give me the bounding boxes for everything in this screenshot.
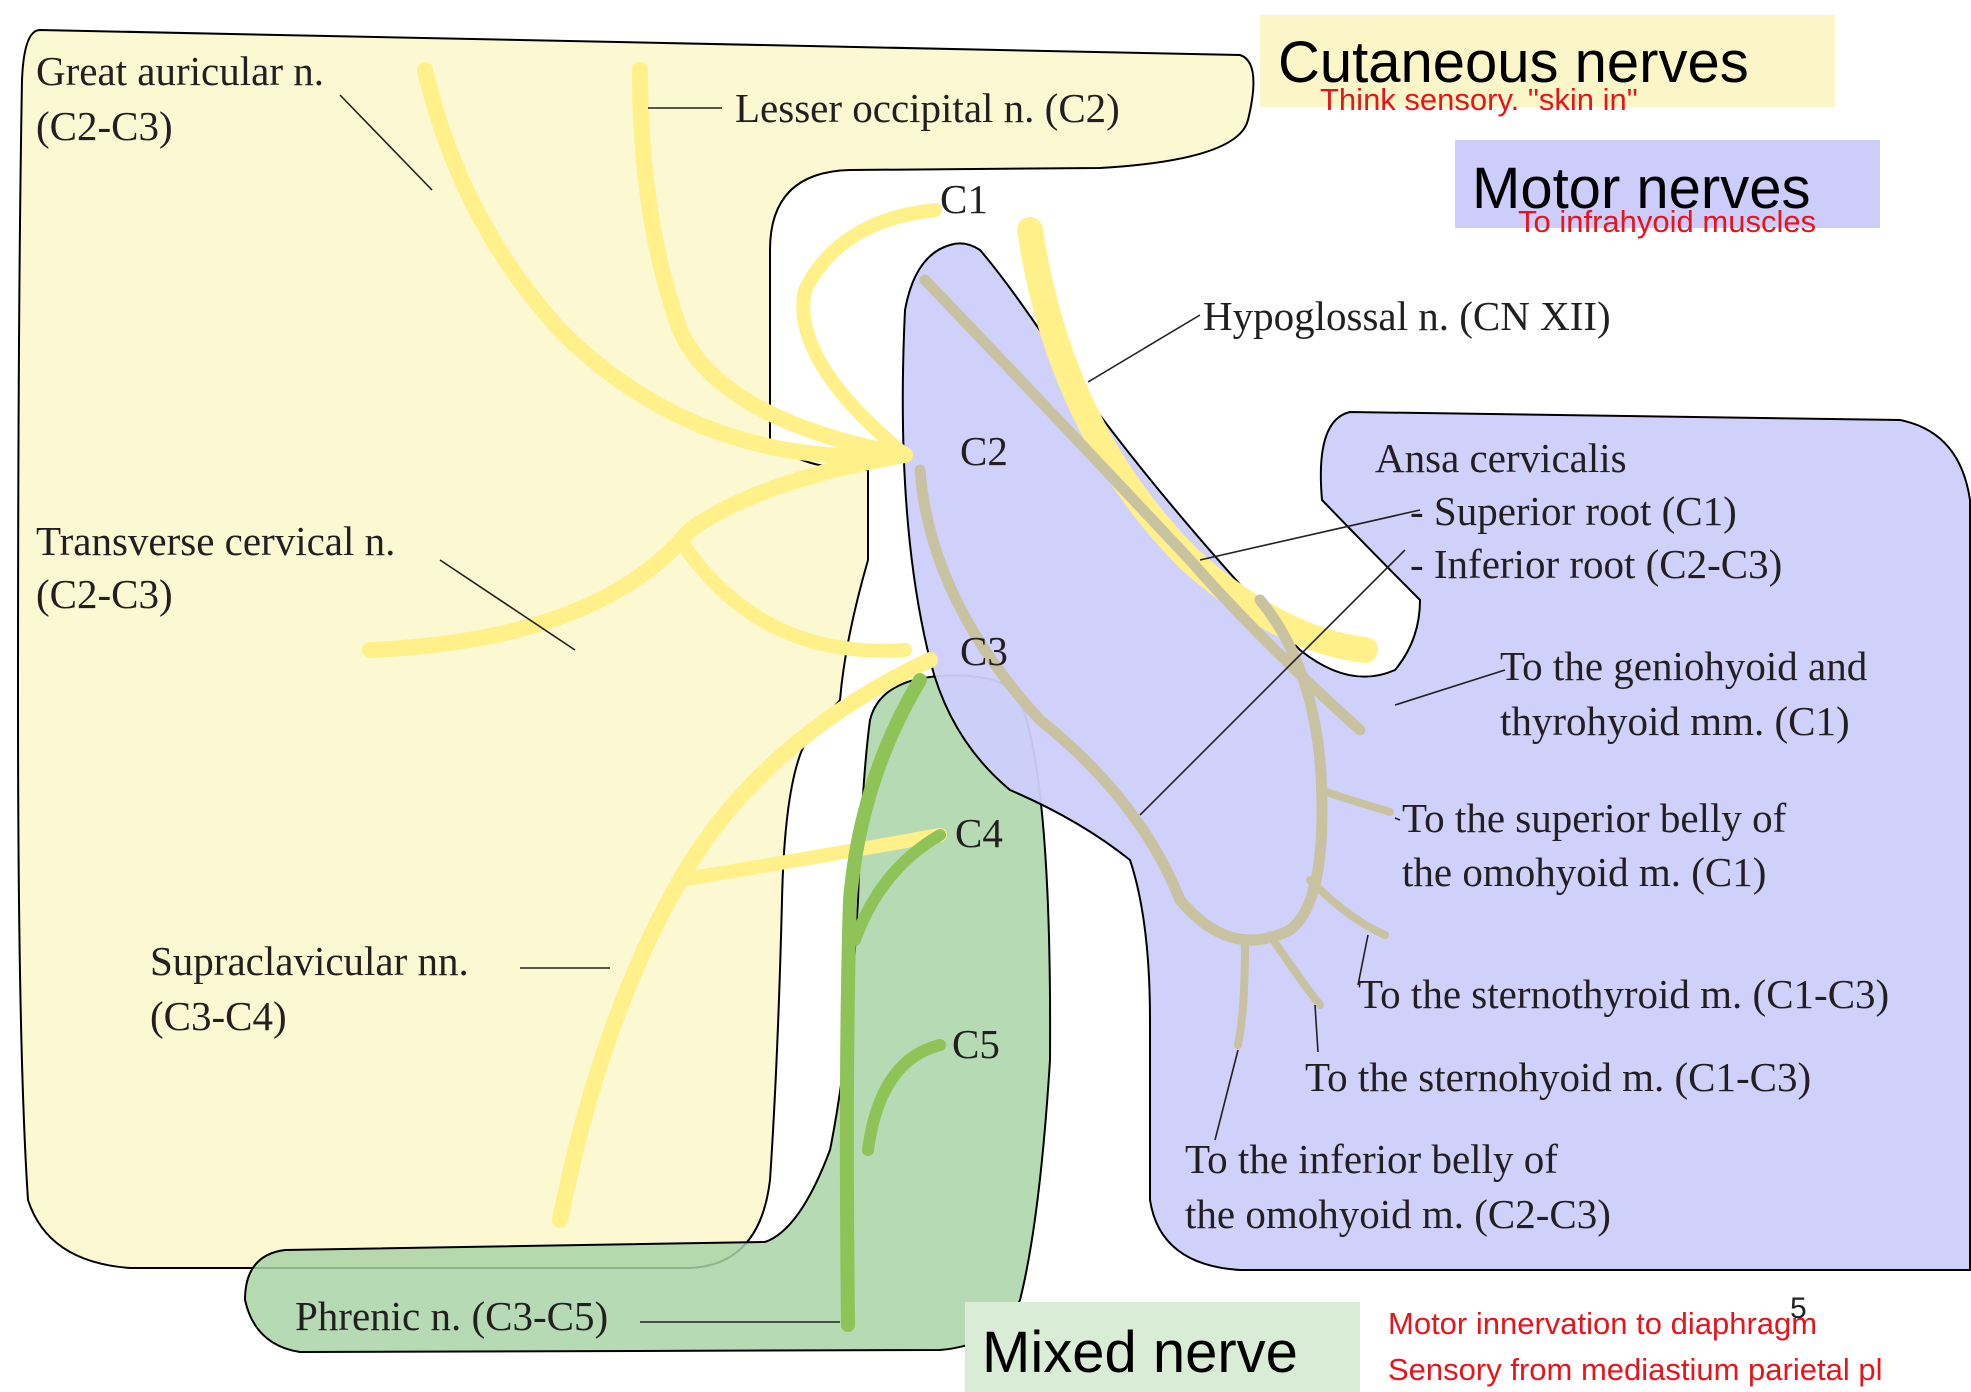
label-c1: C1 [940,176,988,222]
mixed-note-line2: Sensory from mediastium parietal pl [1388,1352,1882,1387]
label-great-auricular-roots: (C2-C3) [36,103,173,149]
label-c4: C4 [955,810,1003,856]
label-inferior-omohyoid-2: the omohyoid m. (C2-C3) [1185,1191,1611,1237]
label-hypoglossal: Hypoglossal n. (CN XII) [1203,293,1611,339]
label-c2: C2 [960,428,1008,474]
label-geniohyoid: To the geniohyoid and [1500,643,1867,689]
label-inferior-root: - Inferior root (C2-C3) [1410,541,1782,587]
label-sternohyoid: To the sternohyoid m. (C1-C3) [1305,1054,1811,1100]
label-superior-omohyoid-2: the omohyoid m. (C1) [1402,849,1766,895]
label-inferior-omohyoid: To the inferior belly of [1185,1136,1558,1182]
label-superior-root: - Superior root (C1) [1410,488,1737,534]
mixed-note-line1: Motor innervation to diaphragm [1388,1306,1817,1341]
label-c3: C3 [960,628,1008,674]
label-c5: C5 [952,1021,1000,1067]
motor-note: To infrahyoid muscles [1518,204,1816,239]
label-supraclavicular: Supraclavicular nn. [150,938,469,984]
label-ansa-cervicalis: Ansa cervicalis [1375,435,1627,481]
label-lesser-occipital: Lesser occipital n. (C2) [735,85,1120,131]
label-transverse-cervical: Transverse cervical n. [36,518,395,564]
label-sternothyroid: To the sternothyroid m. (C1-C3) [1358,971,1889,1017]
label-geniohyoid-2: thyrohyoid mm. (C1) [1500,698,1850,744]
motor-region [903,243,1970,1270]
mixed-title: Mixed nerve [982,1320,1298,1385]
label-superior-omohyoid: To the superior belly of [1402,795,1787,841]
label-supraclavicular-roots: (C3-C4) [150,993,287,1039]
label-great-auricular: Great auricular n. [36,48,324,94]
slide-number: 5 [1790,1292,1807,1325]
label-phrenic: Phrenic n. (C3-C5) [295,1293,608,1339]
cutaneous-note: Think sensory. "skin in" [1320,82,1638,117]
label-transverse-cervical-roots: (C2-C3) [36,571,173,617]
